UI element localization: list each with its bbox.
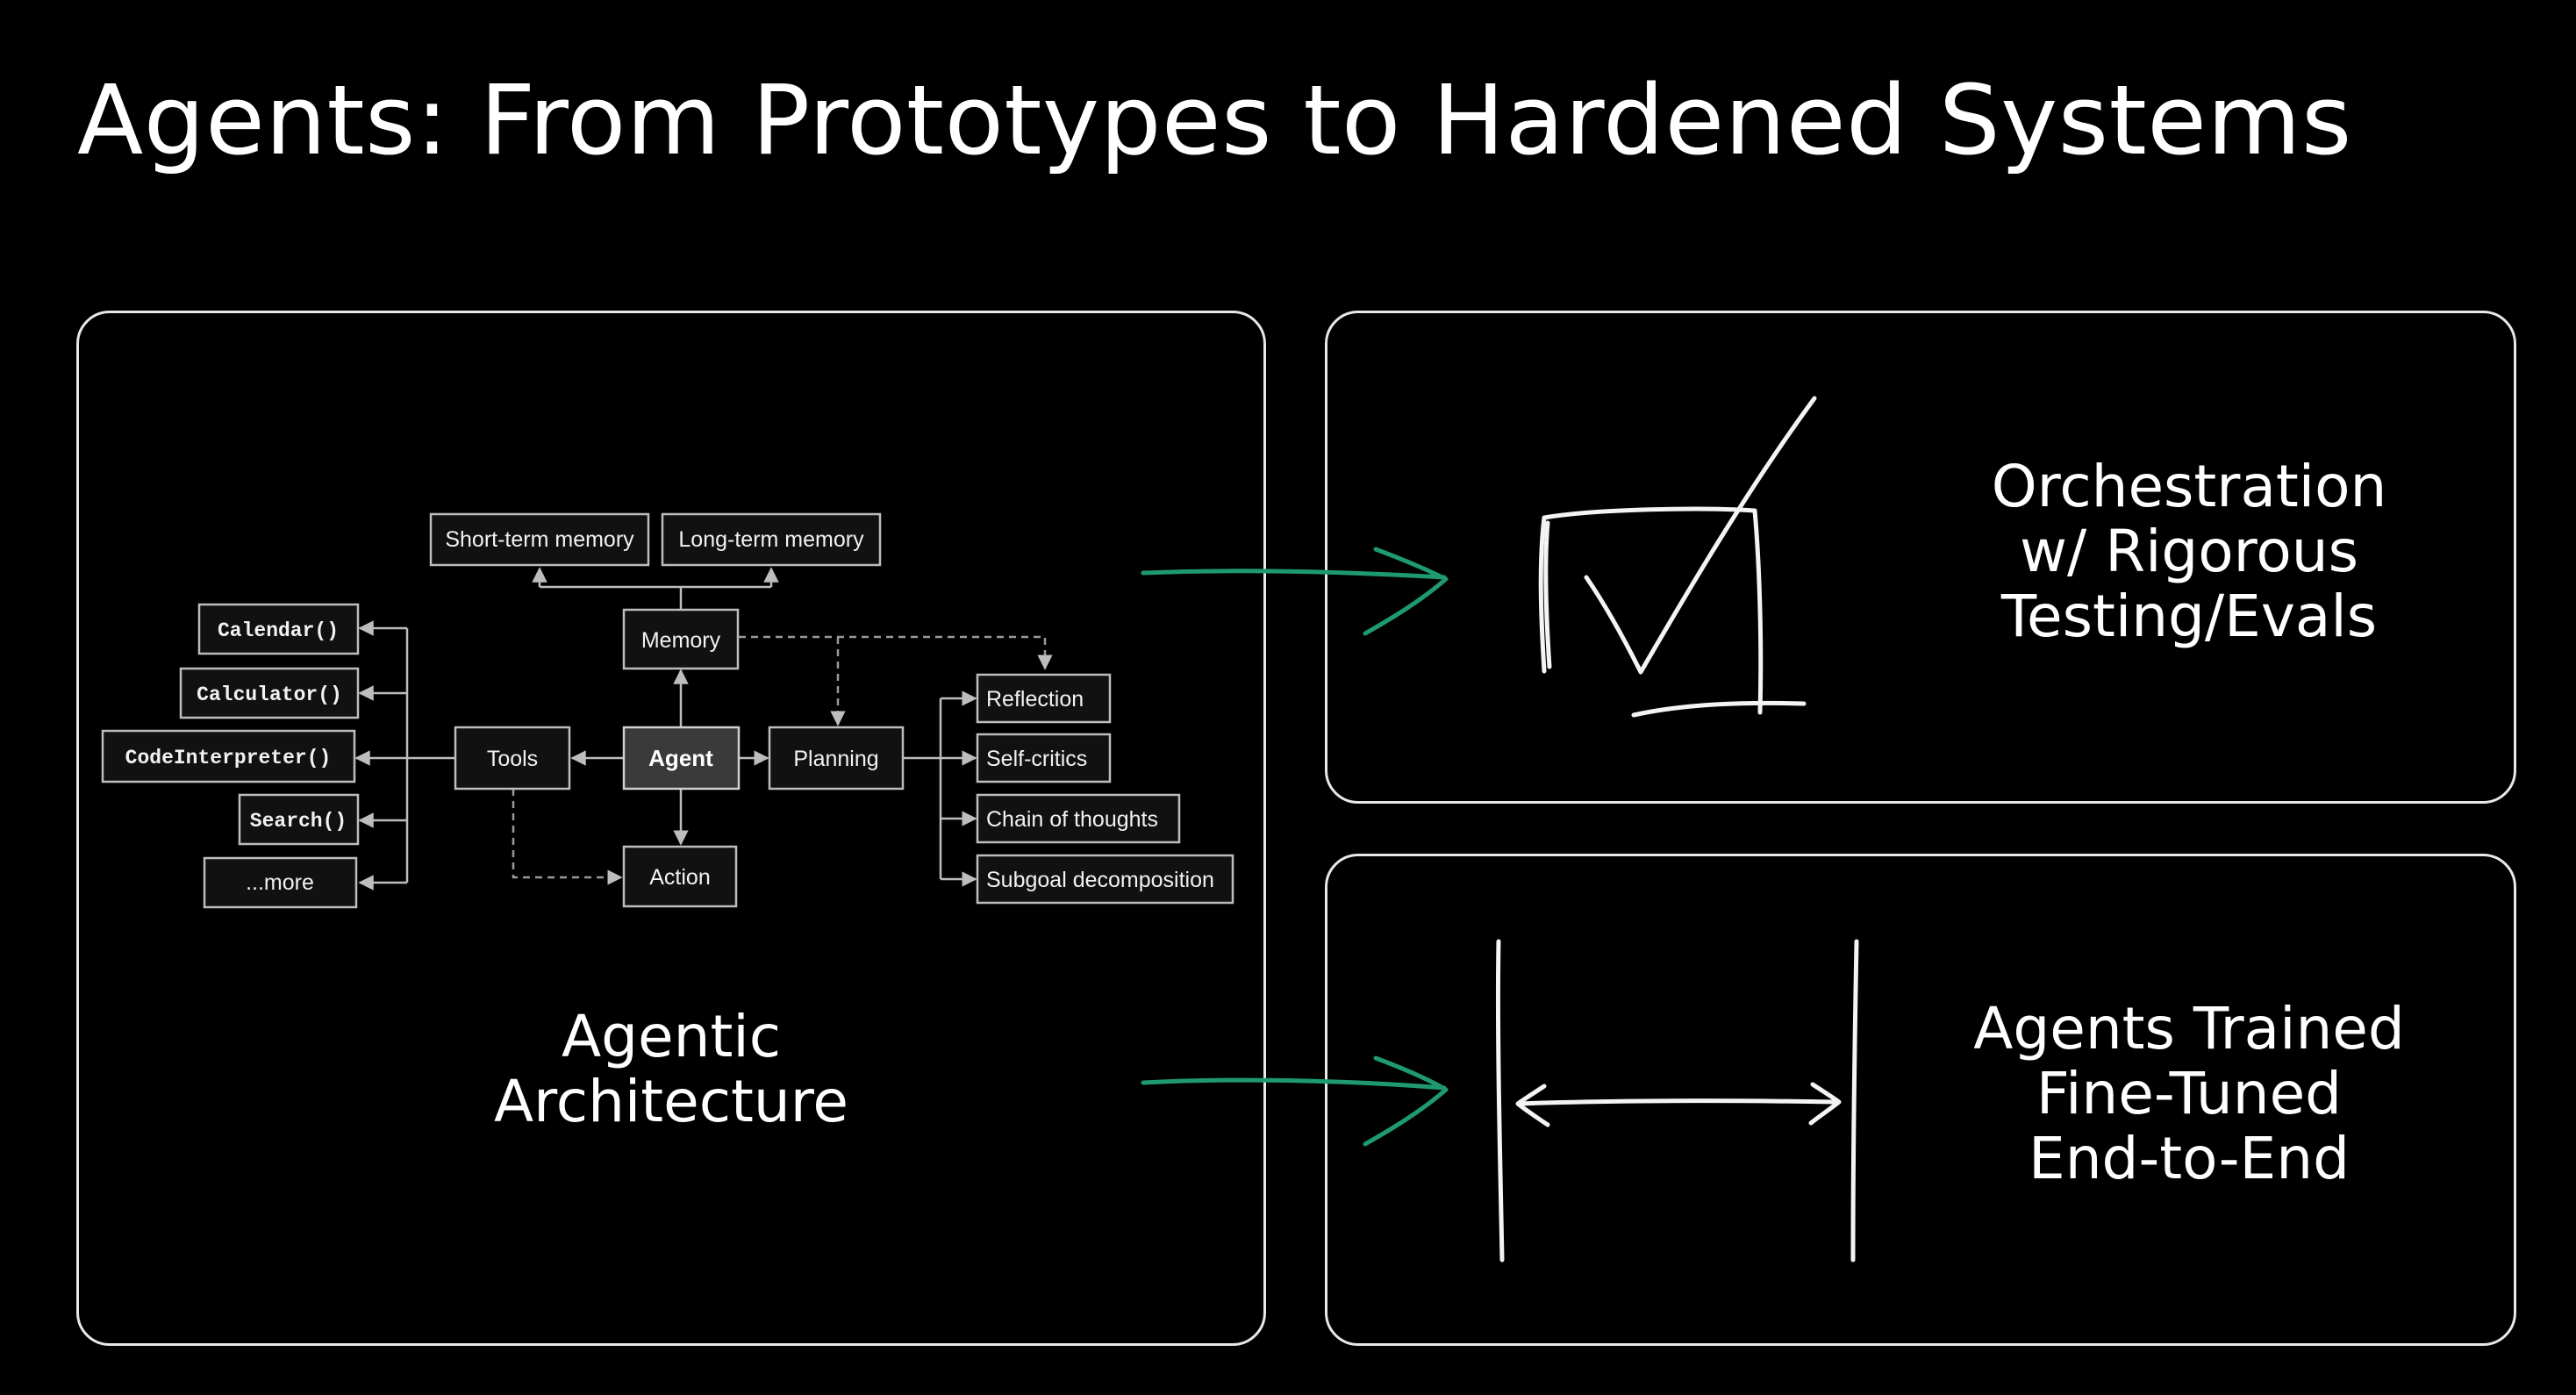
planning-item: Self-critics (986, 747, 1087, 771)
planning-label: Planning (793, 747, 878, 771)
tools-label: Tools (487, 747, 538, 771)
long-term-memory-label: Long-term memory (678, 527, 864, 552)
tool-item: ...more (246, 870, 314, 895)
tool-item: CodeInterpreter() (125, 747, 332, 769)
double-arrow-bracket-icon (1495, 939, 1859, 1263)
diagram-connectors (354, 567, 1053, 891)
planning-item-boxes: Reflection Self-critics Chain of thought… (976, 673, 1234, 905)
caption-line: Agents Trained (1973, 995, 2405, 1062)
end-to-end-panel (1325, 854, 2516, 1346)
short-term-memory-label: Short-term memory (445, 527, 634, 552)
tool-item-boxes: Calendar() Calculator() CodeInterpreter(… (101, 603, 360, 909)
planning-item: Subgoal decomposition (986, 868, 1214, 892)
caption-line: Architecture (493, 1068, 849, 1135)
caption-line: Agentic (562, 1003, 781, 1070)
slide-title: Agents: From Prototypes to Hardened Syst… (77, 64, 2352, 176)
agent-label: Agent (648, 745, 713, 771)
tool-item: Search() (250, 810, 347, 833)
caption-line: Orchestration (1991, 453, 2387, 520)
orchestration-caption: Orchestration w/ Rigorous Testing/Evals (1965, 454, 2413, 649)
end-to-end-caption: Agents Trained Fine-Tuned End-to-End (1921, 997, 2457, 1191)
memory-boxes: Short-term memory Long-term memory Memor… (429, 512, 882, 670)
caption-line: Testing/Evals (2000, 583, 2378, 650)
tool-item: Calculator() (197, 683, 342, 706)
tool-item: Calendar() (218, 619, 339, 642)
orchestration-panel (1325, 311, 2516, 804)
caption-line: Fine-Tuned (2036, 1060, 2343, 1127)
planning-item: Chain of thoughts (986, 807, 1158, 832)
checkbox-check-icon (1538, 396, 1817, 718)
green-arrow-icon (1141, 547, 1449, 636)
memory-label: Memory (641, 628, 721, 653)
agentic-architecture-caption: Agentic Architecture (439, 1005, 904, 1134)
action-label: Action (649, 865, 710, 890)
planning-item: Reflection (986, 687, 1084, 712)
caption-line: w/ Rigorous (2020, 518, 2358, 585)
agent-core-boxes: Agent Tools Planning Action (454, 726, 905, 908)
green-arrow-icon (1141, 1055, 1449, 1147)
agentic-architecture-panel (76, 311, 1266, 1346)
caption-line: End-to-End (2029, 1125, 2350, 1192)
